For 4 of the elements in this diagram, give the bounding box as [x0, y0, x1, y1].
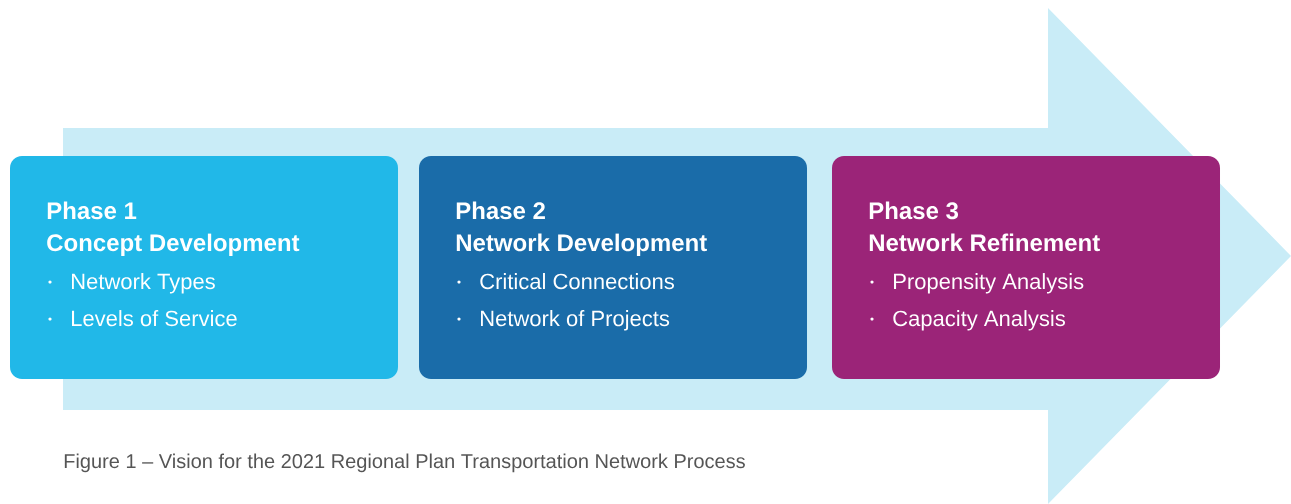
phase-box: Phase 2 Network Development Critical Connections Network of Projects: [419, 156, 807, 379]
phase-box: Phase 1 Concept Development Network Types Levels of Service: [10, 156, 398, 379]
phase-box: Phase 3 Network Refinement Propensity Analysis Capacity Analysis: [832, 156, 1220, 379]
figure-caption: Figure 1 – Vision for the 2021 Regional Plan Transportation Network Process: [64, 453, 745, 473]
